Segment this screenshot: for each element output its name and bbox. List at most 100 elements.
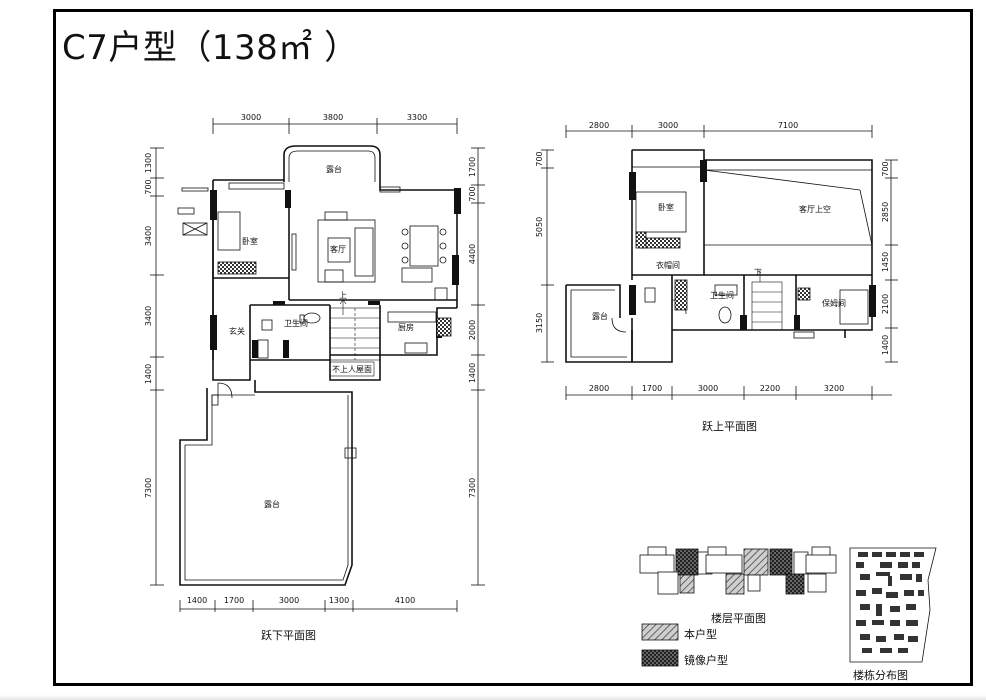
lower-label-bathroom: 卫生间 [284, 318, 308, 328]
upper-bedroom-furniture [635, 191, 687, 249]
upper-left-dim-2: 5050 [535, 217, 544, 237]
lower-terrace-top [283, 145, 381, 182]
upper-dim-labels: 2800 3000 7100 2800 1700 3000 2200 3200 … [535, 121, 890, 393]
floor-plan-caption: 楼层平面图 [711, 612, 766, 625]
lower-label-up: 上 [339, 291, 347, 300]
lower-outdoor-unit [177, 187, 209, 215]
upper-wall-columns [629, 160, 876, 330]
lower-room-labels: 露台 卧室 客厅 玄关 卫生间 厨房 不上人屋面 露台 上 [229, 164, 414, 509]
lower-bottom-dim-5: 4100 [395, 596, 415, 605]
lower-left-dim-3: 3400 [144, 226, 153, 246]
upper-bottom-dim-5: 3200 [824, 384, 844, 393]
lower-bottom-dim-1: 1400 [187, 596, 207, 605]
lower-entry-door [211, 382, 233, 406]
page-title: C7户型（138㎡ ） [62, 28, 359, 68]
upper-bottom-dimension [565, 386, 892, 400]
upper-bottom-dim-3: 3000 [698, 384, 718, 393]
lower-top-dimension [212, 118, 458, 134]
lower-label-entry: 玄关 [229, 326, 245, 336]
lower-left-dim-5: 1400 [144, 364, 153, 384]
lower-left-dim-2: 700 [144, 179, 153, 194]
upper-bottom-dim-2: 1700 [642, 384, 662, 393]
upper-top-strip [631, 149, 873, 246]
upper-right-dim-2: 2850 [881, 202, 890, 222]
lower-right-dim-1: 1700 [468, 157, 477, 177]
upper-left-dimension [541, 149, 554, 363]
lower-walls [212, 179, 458, 381]
lower-right-dim-6: 7300 [468, 478, 477, 498]
lower-label-living: 客厅 [330, 244, 346, 254]
lower-label-kitchen: 厨房 [398, 322, 414, 332]
lower-bottom-dim-2: 1700 [224, 596, 244, 605]
upper-right-dimension [885, 159, 898, 363]
lower-left-dim-4: 3400 [144, 306, 153, 326]
lower-top-dim-1: 3000 [241, 113, 261, 122]
site-plan [849, 547, 937, 663]
legend-mirror-unit-label: 镜像户型 [684, 654, 728, 667]
upper-stair [751, 270, 783, 331]
lower-dim-labels: 3000 3800 3300 1400 1700 3000 1300 4100 … [144, 113, 477, 605]
upper-right-dim-5: 1400 [881, 335, 890, 355]
lower-bedroom-furniture [217, 211, 257, 275]
lower-right-dim-5: 1400 [468, 363, 477, 383]
floor-key-plan [639, 546, 837, 595]
upper-right-dim-3: 1450 [881, 252, 890, 272]
upper-left-dim-1: 700 [535, 151, 544, 166]
legend-mirror-unit-swatch [641, 649, 679, 667]
upper-top-dim-1: 2800 [589, 121, 609, 130]
legend-swatches [641, 623, 679, 667]
lower-right-dim-4: 2000 [468, 320, 477, 340]
lower-left-dim-6: 7300 [144, 478, 153, 498]
lower-label-bedroom: 卧室 [242, 236, 258, 246]
lower-left-dimension [150, 147, 164, 586]
upper-label-terrace: 露台 [592, 311, 608, 321]
upper-floor-plan [541, 125, 898, 400]
upper-right-dim-1: 700 [881, 161, 890, 176]
lower-kitchen [387, 311, 452, 354]
lower-dining-table [401, 225, 448, 301]
lower-right-dim-2: 700 [468, 186, 477, 201]
upper-top-dim-3: 7100 [778, 121, 798, 130]
upper-label-nanny: 保姆间 [822, 298, 846, 308]
site-plan-caption: 楼栋分布图 [853, 669, 908, 682]
upper-label-closet: 衣帽间 [656, 260, 680, 270]
lower-living-furniture [291, 211, 376, 283]
lower-right-dimension [471, 147, 485, 586]
lower-terrace-big [179, 380, 357, 586]
lower-right-dim-3: 4400 [468, 244, 477, 264]
lower-top-dim-2: 3800 [323, 113, 343, 122]
lower-bottom-dim-4: 1300 [329, 596, 349, 605]
upper-label-bedroom: 卧室 [658, 202, 674, 212]
lower-plan-caption: 跃下平面图 [261, 629, 316, 642]
lower-bottom-dimension [179, 600, 458, 612]
upper-label-bathroom: 卫生间 [710, 290, 734, 300]
upper-plan-caption: 跃上平面图 [702, 420, 757, 433]
upper-top-dim-2: 3000 [658, 121, 678, 130]
lower-left-dim-1: 1300 [144, 153, 153, 173]
legend-this-unit-swatch [641, 623, 679, 641]
upper-label-living-void: 客厅上空 [799, 204, 831, 214]
lower-bathroom [257, 312, 321, 359]
upper-bottom-dim-1: 2800 [589, 384, 609, 393]
lower-windows [182, 182, 401, 236]
upper-label-down: 下 [754, 268, 762, 277]
upper-right-dim-4: 2100 [881, 294, 890, 314]
lower-floor-plan [150, 118, 485, 612]
lower-stair [329, 299, 381, 377]
lower-top-dim-3: 3300 [407, 113, 427, 122]
page-bottom-edge [0, 695, 986, 700]
lower-bottom-dim-3: 3000 [279, 596, 299, 605]
drawing-frame [53, 9, 973, 686]
lower-label-terrace-top: 露台 [326, 164, 342, 174]
lower-label-stair-note: 不上人屋面 [332, 365, 372, 374]
upper-terrace [565, 284, 633, 363]
legend-this-unit-label: 本户型 [684, 628, 717, 641]
lower-label-terrace-big: 露台 [264, 499, 280, 509]
upper-bottom-dim-4: 2200 [760, 384, 780, 393]
upper-room-labels: 卧室 客厅上空 衣帽间 卫生间 保姆间 露台 下 [592, 202, 846, 321]
upper-nanny-room [793, 287, 869, 339]
upper-bathroom [674, 279, 738, 324]
upper-left-dim-3: 3150 [535, 313, 544, 333]
upper-top-dimension [565, 125, 873, 138]
